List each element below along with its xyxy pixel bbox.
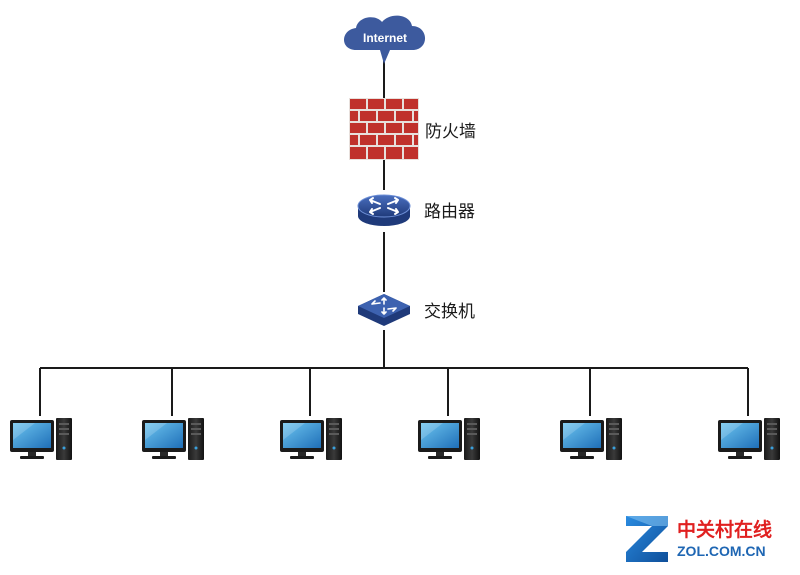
links (40, 60, 748, 369)
switch-icon (358, 294, 410, 326)
router-icon (357, 194, 411, 226)
zol-brand-en: ZOL.COM.CN (677, 543, 766, 559)
zol-watermark: 中关村在线 ZOL.COM.CN (626, 516, 772, 562)
zol-brand-cn: 中关村在线 (677, 518, 772, 541)
computer-3 (280, 368, 342, 460)
zol-logo-icon (626, 516, 668, 562)
computer-5 (560, 368, 622, 460)
computer-1 (10, 368, 72, 460)
cloud-icon (344, 15, 426, 64)
router-label: 路由器 (424, 202, 475, 222)
desktop-computer-icon (718, 418, 780, 460)
desktop-computer-icon (560, 418, 622, 460)
computer-2 (142, 368, 204, 460)
computers-group (10, 368, 780, 460)
firewall-node: 防火墙 (349, 98, 476, 160)
firewall-brick-icon (349, 98, 419, 160)
switch-node: 交换机 (358, 294, 475, 326)
desktop-computer-icon (10, 418, 72, 460)
computer-4 (418, 368, 480, 460)
computer-6 (718, 368, 780, 460)
router-node: 路由器 (357, 194, 475, 226)
desktop-computer-icon (418, 418, 480, 460)
desktop-computer-icon (280, 418, 342, 460)
internet-cloud: Internet (344, 15, 426, 64)
firewall-label: 防火墙 (425, 122, 476, 142)
switch-label: 交换机 (424, 302, 475, 322)
internet-label: Internet (363, 31, 407, 45)
desktop-computer-icon (142, 418, 204, 460)
